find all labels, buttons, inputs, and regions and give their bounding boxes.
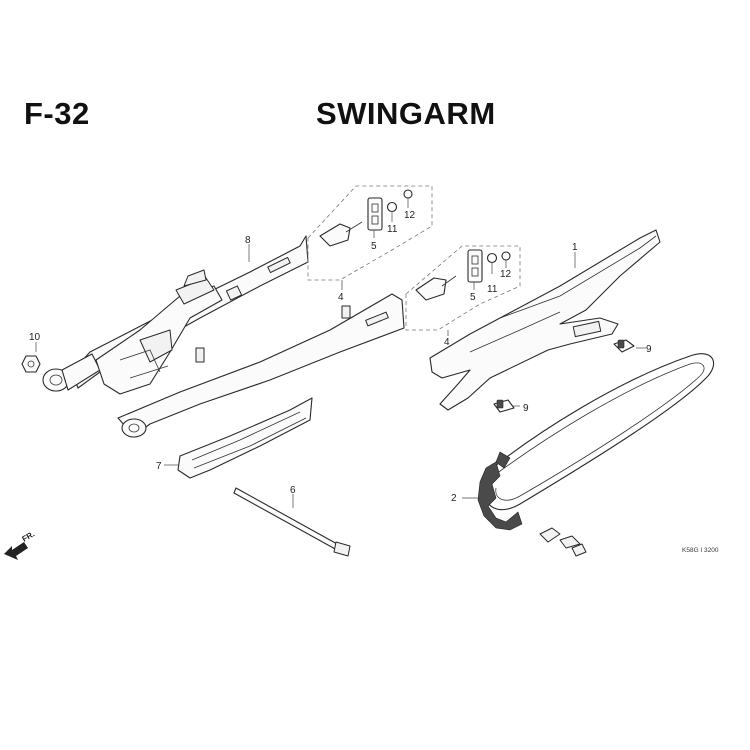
pivot-nut-part (21, 355, 41, 373)
callout-7: 7 (156, 461, 162, 472)
callout-9-upper: 9 (646, 344, 652, 355)
drive-chain-part (477, 353, 714, 557)
callout-12-upper: 12 (404, 210, 416, 221)
callout-5-upper: 5 (371, 241, 377, 252)
bolt-part-upper (613, 339, 635, 353)
callout-4-lower: 4 (444, 337, 450, 348)
pivot-bolt-part (233, 487, 351, 557)
front-direction-arrow: FR. (4, 529, 36, 560)
callout-6: 6 (290, 485, 296, 496)
adjuster-group-upper (307, 185, 433, 281)
callout-9-lower: 9 (523, 403, 529, 414)
chain-slider-part (177, 397, 313, 479)
callout-1: 1 (572, 242, 578, 253)
bolt-part-lower (493, 399, 515, 413)
adjuster-group-lower (405, 245, 521, 331)
front-arrow-icon (4, 542, 28, 560)
diagram-code: K58G I 3200 (682, 547, 719, 554)
section-code: F-32 (24, 96, 90, 131)
chain-case-part (429, 229, 661, 411)
callout-11-lower: 11 (487, 284, 498, 295)
callout-10: 10 (29, 332, 41, 343)
front-label: FR. (21, 529, 37, 543)
callout-4-upper: 4 (338, 292, 344, 303)
callout-5-lower: 5 (470, 292, 476, 303)
callout-11-upper: 11 (387, 224, 398, 235)
section-title: SWINGARM (316, 96, 496, 131)
swingarm-part (42, 235, 405, 438)
callout-12-lower: 12 (500, 269, 512, 280)
callout-8: 8 (245, 235, 251, 246)
callout-2: 2 (451, 493, 457, 504)
